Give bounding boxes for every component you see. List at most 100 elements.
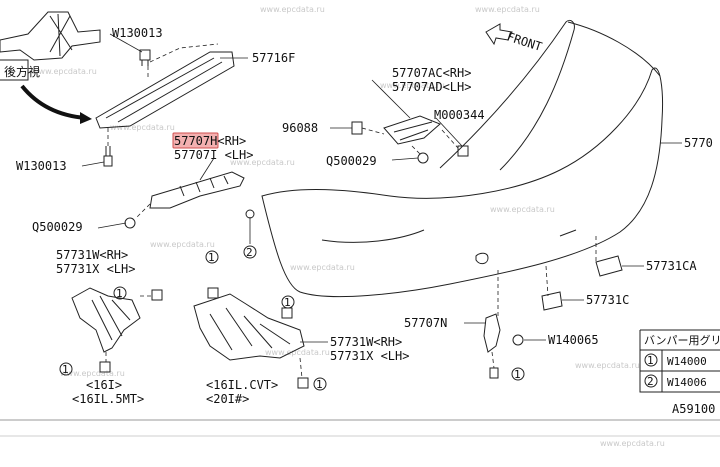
ref-circle <box>205 250 219 264</box>
lower-dash <box>491 351 495 369</box>
part-57716f <box>95 43 235 167</box>
side-reflector-ca <box>595 255 623 277</box>
callout-57731w-left[interactable]: 57731W<RH> <box>56 248 128 262</box>
center-dash <box>361 127 459 155</box>
legend-ref-circle <box>644 353 658 367</box>
watermark: www.epcdata.ru <box>260 5 325 14</box>
callouts: W130013 57716F 57707H<RH> 57707I <LH> W1… <box>16 26 713 363</box>
left-mudguard-ribs <box>91 295 131 341</box>
center-bracket <box>383 115 441 145</box>
legend-code[interactable]: W14000 <box>667 355 707 368</box>
front-label: FRONT <box>505 30 544 54</box>
bumper-inner-lip <box>439 19 575 171</box>
front-arrow-icon <box>485 23 513 46</box>
bumper-hole <box>475 252 489 265</box>
legend-code[interactable]: W14006 <box>667 376 707 389</box>
bumper-reflector <box>559 229 577 237</box>
rail-bracket-edges <box>105 57 223 123</box>
ref-number: 1 <box>62 363 69 376</box>
clip-lower <box>489 367 499 379</box>
ref-number: 1 <box>316 378 323 391</box>
note-left-trim-1: <16I> <box>86 378 122 392</box>
figure-code: A59100 <box>672 402 715 416</box>
callout-57707i[interactable]: 57707I <LH> <box>174 148 253 162</box>
side-bracket-tabs <box>179 175 229 197</box>
bolt-m000344 <box>457 145 469 157</box>
watermark: www.epcdata.ru <box>230 158 295 167</box>
part-57731w-mid <box>193 287 309 389</box>
note-mid-trim-1: <16IL.CVT> <box>206 378 278 392</box>
bolt-legend-table: バンパー用グリ 1 W14000 2 W14006 <box>639 329 720 393</box>
clip-mid-lower <box>297 377 309 389</box>
bumper-crease <box>321 229 425 243</box>
leader <box>109 33 143 53</box>
rear-view-inset: 後方視 <box>0 11 101 124</box>
callout-q500029-left[interactable]: Q500029 <box>32 220 83 234</box>
part-57707ac <box>351 115 469 164</box>
callout-57707n[interactable]: 57707N <box>404 316 447 330</box>
center-bracket-ribs <box>393 121 433 141</box>
callout-57707ac[interactable]: 57707AC<RH> <box>392 66 471 80</box>
callout-m000344[interactable]: M000344 <box>434 108 485 122</box>
legend-ref: 2 <box>647 375 654 388</box>
callout-57707h[interactable]: 57707H<RH> <box>174 134 246 148</box>
callout-w130013-left[interactable]: W130013 <box>16 159 67 173</box>
watermark: www.epcdata.ru <box>110 123 175 132</box>
watermarks: www.epcdata.ru www.epcdata.ru www.epcdat… <box>32 5 665 448</box>
view-arrow-head <box>80 112 92 124</box>
callout-57731x-left[interactable]: 57731X <LH> <box>56 262 135 276</box>
left-mudguard <box>71 287 141 353</box>
ref-circle <box>511 367 525 381</box>
watermark: www.epcdata.ru <box>475 5 540 14</box>
mid-mudguard-ribs <box>209 307 291 351</box>
ref-number: 2 <box>246 246 253 259</box>
note-left-trim-2: <16IL.5MT> <box>72 392 144 406</box>
leader <box>391 157 419 161</box>
watermark: www.epcdata.ru <box>380 81 445 90</box>
callout-96088[interactable]: 96088 <box>282 121 318 135</box>
clip-w130013-left <box>103 146 113 167</box>
leader <box>199 157 215 181</box>
ref-number: 1 <box>208 251 215 264</box>
legend-ref-circle <box>644 374 658 388</box>
callout-57707ad[interactable]: 57707AD<LH> <box>392 80 471 94</box>
callout-57716f[interactable]: 57716F <box>252 51 295 65</box>
leader-lines <box>81 33 682 343</box>
trim-notes: <16I> <16IL.5MT> <16IL.CVT> <20I#> <box>72 378 278 406</box>
watermark: www.epcdata.ru <box>150 240 215 249</box>
clip-w140065 <box>512 334 524 346</box>
callout-57731w-mid[interactable]: 57731W<RH> <box>330 335 402 349</box>
selected-part-highlight <box>172 132 219 149</box>
leader <box>371 79 411 119</box>
callout-57731x-mid[interactable]: 57731X <LH> <box>330 349 409 363</box>
watermark: www.epcdata.ru <box>265 348 330 357</box>
inset-bracket <box>0 11 101 61</box>
clip-left-upper <box>151 289 163 301</box>
ref-circle <box>113 286 127 300</box>
note-mid-trim-2: <20I#> <box>206 392 249 406</box>
callout-w140065[interactable]: W140065 <box>548 333 599 347</box>
watermark: www.epcdata.ru <box>575 361 640 370</box>
inset-bracket-ribs <box>49 13 73 57</box>
clip-2 <box>245 209 255 219</box>
watermark: www.epcdata.ru <box>490 205 555 214</box>
leader <box>97 222 127 229</box>
front-direction: FRONT <box>485 23 544 54</box>
callout-57731c[interactable]: 57731C <box>586 293 629 307</box>
side-reflector-c <box>541 291 563 311</box>
legend-grid <box>639 329 720 393</box>
ref-number: 1 <box>284 296 291 309</box>
callout-w130013-top[interactable]: W130013 <box>112 26 163 40</box>
part-57731ca <box>595 255 623 277</box>
callout-5770-main[interactable]: 5770 <box>684 136 713 150</box>
callout-q500029-mid[interactable]: Q500029 <box>326 154 377 168</box>
bumper-cover <box>261 19 663 318</box>
inset-label-box <box>0 59 29 81</box>
leader <box>81 161 105 167</box>
ref-circle <box>59 362 73 376</box>
clip-left-lower <box>99 361 111 373</box>
callout-57731ca[interactable]: 57731CA <box>646 259 697 273</box>
ref-markers: 1 1 1 1 2 1 1 <box>59 209 525 391</box>
